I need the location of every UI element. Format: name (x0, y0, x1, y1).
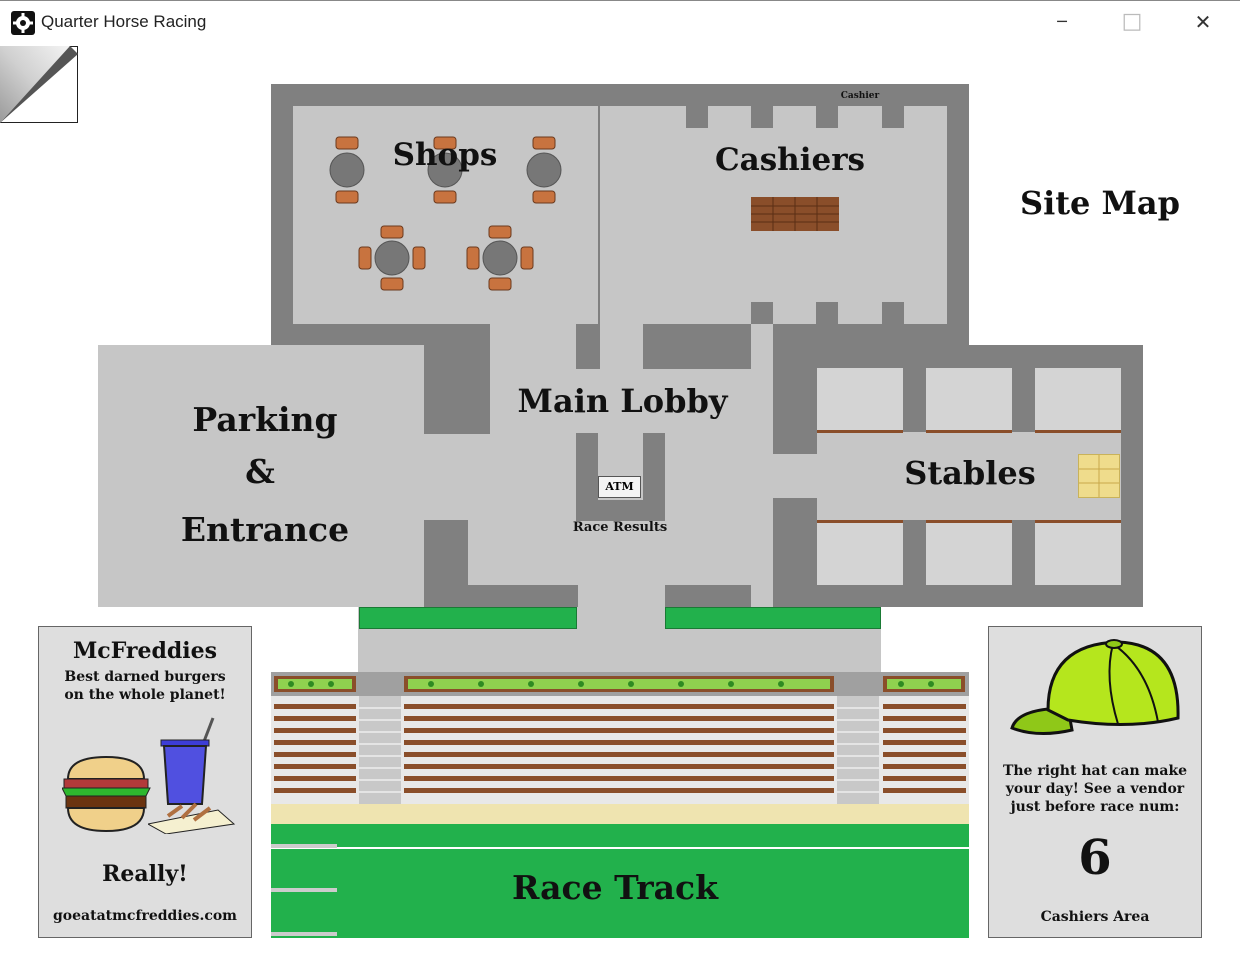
cashier-sign: Cashier (840, 91, 880, 101)
race-number: 6 (1078, 830, 1112, 886)
hat-ad-line3: just before race num: (1010, 799, 1180, 815)
drink-cup-icon (157, 716, 217, 806)
parking-label-line2: & (245, 452, 275, 491)
parking-label-line1: Parking (192, 400, 338, 439)
stables-label: Stables (904, 454, 1036, 492)
stall[interactable] (926, 523, 1012, 585)
grandstand-seating[interactable] (271, 672, 969, 804)
page-curl-icon[interactable] (0, 46, 79, 124)
ad-brand: McFreddies (72, 638, 218, 664)
ad-url[interactable]: goeatatmcfreddies.com (53, 908, 237, 924)
cashier-counter (751, 197, 839, 231)
parking-label-line3: Entrance (180, 510, 350, 549)
main-lobby-label: Main Lobby (517, 382, 728, 420)
close-button[interactable]: ✕ (1194, 10, 1212, 34)
fries-icon (146, 796, 236, 835)
main-lobby-floor[interactable] (468, 324, 773, 607)
maximize-button[interactable]: □ (1121, 9, 1143, 34)
parking-entrance-area[interactable] (98, 345, 424, 607)
stall[interactable] (926, 368, 1012, 430)
atm-machine[interactable]: ATM (598, 476, 641, 498)
title-bar (0, 0, 1240, 46)
stall[interactable] (817, 523, 903, 585)
stall[interactable] (817, 368, 903, 430)
hat-ad-line1: The right hat can make (1002, 763, 1188, 779)
hat-ad-line2: your day! See a vendor (1005, 781, 1185, 797)
burger-icon (61, 755, 154, 839)
race-track[interactable] (271, 824, 969, 938)
race-track-label: Race Track (511, 868, 719, 907)
window-title: Quarter Horse Racing (41, 12, 207, 31)
shops-label: Shops (392, 137, 498, 173)
ad-tagline-1: Best darned burgers (64, 669, 226, 685)
ad-exclaim: Really! (102, 861, 188, 887)
minimize-button[interactable]: ─ (1057, 12, 1067, 31)
app-gear-icon (11, 11, 35, 35)
site-map-heading: Site Map (1019, 184, 1181, 222)
stall[interactable] (1035, 523, 1121, 585)
track-apron (271, 804, 969, 824)
ad-tagline-2: on the whole planet! (64, 687, 226, 703)
stall[interactable] (1035, 368, 1121, 430)
shops-furniture (293, 106, 598, 324)
cap-icon (1008, 638, 1183, 743)
stables-aisle[interactable] (773, 432, 1121, 520)
race-results-label[interactable]: Race Results (572, 520, 668, 535)
hat-ad-location: Cashiers Area (1040, 909, 1150, 925)
hay-bale-icon (1078, 454, 1120, 498)
cashiers-label: Cashiers (714, 142, 866, 178)
